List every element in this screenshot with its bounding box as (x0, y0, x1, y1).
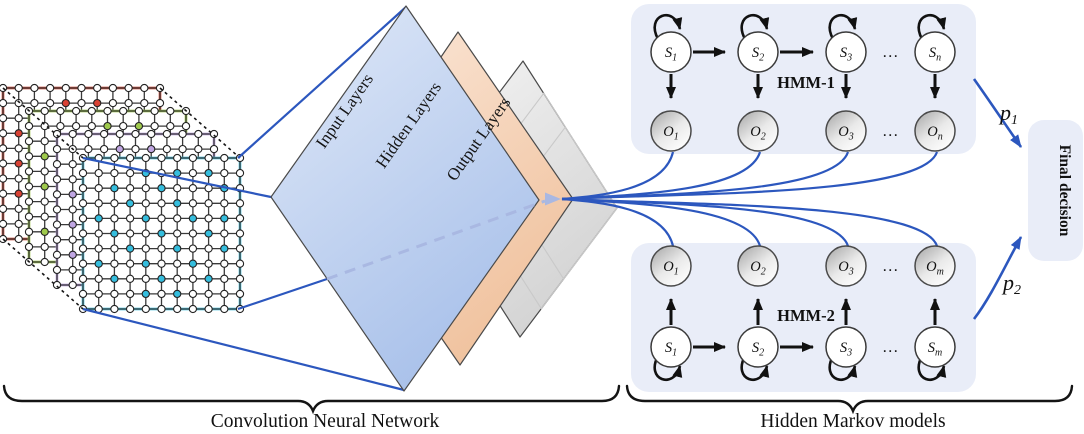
hmm1-state-ellipsis: ... (883, 44, 900, 61)
depth-lines (2, 87, 241, 310)
hmm1-state-label: S3 (840, 45, 852, 64)
hmm1-obs-label: On (927, 124, 942, 143)
hmm2-obs-label: O1 (663, 259, 678, 278)
hmm1-obs-ellipsis: ... (883, 123, 900, 140)
self-loop-arrow (740, 13, 770, 40)
fan-curve-hmm2-om (561, 197, 939, 247)
hmm1-state-s1 (650, 31, 692, 73)
cnn-brace-label: Convolution Neural Network (211, 411, 440, 432)
hmm2-state-sm (914, 326, 956, 368)
hmm2-block: O1 O2 O3 Om S1 S2 S3 Sm ... ... HMM-2 (650, 245, 956, 382)
depth-line-topright (159, 87, 241, 159)
hmm2-obs-om (914, 245, 956, 287)
guide-arrowhead-icon (545, 192, 561, 206)
cnn-brace (2, 384, 621, 415)
self-loop-arrow (653, 355, 683, 382)
hmm1-obs-on (914, 110, 956, 152)
hmm1-state-sn (914, 31, 956, 73)
hmm1-self-loop-arrows (653, 13, 947, 40)
self-loop-arrow (828, 13, 858, 40)
hmm1-state-s3 (825, 31, 867, 73)
final-decision-box (1028, 120, 1083, 261)
hmm2-title: HMM-2 (777, 306, 835, 325)
p1-label: p1 (998, 100, 1018, 128)
p2-label: p2 (1001, 270, 1021, 298)
hmm1-obs-o2 (737, 110, 779, 152)
feature-map-cyan (78, 153, 245, 314)
hmm2-self-loop-arrows (653, 355, 947, 382)
hmm2-state-s1 (650, 326, 692, 368)
hmm2-obs-o2 (737, 245, 779, 287)
fan-curve-hmm1-on (561, 151, 939, 201)
hmm1-obs-o1 (650, 110, 692, 152)
connector-line-1 (82, 156, 272, 199)
hmm2-state-label: S3 (840, 340, 852, 359)
hmm1-obs-label: O3 (838, 124, 853, 143)
hmm2-obs-o3 (825, 245, 867, 287)
final-decision-label: Final decision (1056, 145, 1073, 237)
hmm1-obs-label: O1 (663, 124, 678, 143)
connector-line-2 (237, 6, 407, 159)
hmm2-emission-arrows (666, 298, 940, 325)
cnn-planes: Input Layers Hidden Layers Output Layers (270, 5, 618, 392)
hmm1-state-label: Sn (929, 45, 941, 64)
input-plane (270, 5, 540, 392)
self-loop-arrow (653, 13, 683, 40)
hmm-brace-label: Hidden Markov models (760, 411, 945, 432)
hmm1-panel (631, 4, 976, 154)
hmm1-title: HMM-1 (777, 73, 835, 92)
hmm1-emission-arrows (666, 74, 940, 99)
hmm2-state-label: Sm (928, 340, 942, 359)
p1-arrow (972, 78, 1023, 148)
hmm-brace (625, 384, 1074, 415)
hmm2-obs-o1 (650, 245, 692, 287)
hmm2-obs-label: Om (926, 259, 944, 278)
hmm1-state-label: S1 (665, 45, 677, 64)
decision-section: p1 p2 Final decision (972, 78, 1083, 320)
self-loop-arrow (917, 355, 947, 382)
self-loop-arrow (828, 355, 858, 382)
hmm1-state-s2 (737, 31, 779, 73)
self-loop-arrow (917, 13, 947, 40)
hmm1-obs-label: O2 (750, 124, 765, 143)
hmm2-obs-ellipsis: ... (883, 258, 900, 275)
hmm2-obs-label: O2 (750, 259, 765, 278)
hmm2-state-ellipsis: ... (883, 339, 900, 356)
hmm2-panel (631, 243, 976, 392)
hmm2-state-s2 (737, 326, 779, 368)
p2-arrow (972, 236, 1023, 320)
grid-to-plane-connectors (82, 6, 407, 392)
hmm2-state-label: S2 (752, 340, 764, 359)
depth-line-topleft (2, 87, 84, 159)
hmm2-state-label: S1 (665, 340, 677, 359)
hmm2-state-s3 (825, 326, 867, 368)
captions: Convolution Neural Network Hidden Markov… (2, 384, 1074, 432)
self-loop-arrow (740, 355, 770, 382)
hmm2-obs-label: O3 (838, 259, 853, 278)
output-fan-curves (561, 151, 939, 247)
hmm1-obs-o3 (825, 110, 867, 152)
guide-dashed-line (326, 199, 546, 281)
hmm1-state-label: S2 (752, 45, 764, 64)
depth-line-bottomleft (2, 238, 84, 310)
connector-line-4 (237, 277, 328, 311)
connector-line-3 (82, 307, 405, 392)
hmm1-block: S1 S2 S3 Sn O1 O2 O3 On ... ... HMM-1 (650, 13, 956, 152)
